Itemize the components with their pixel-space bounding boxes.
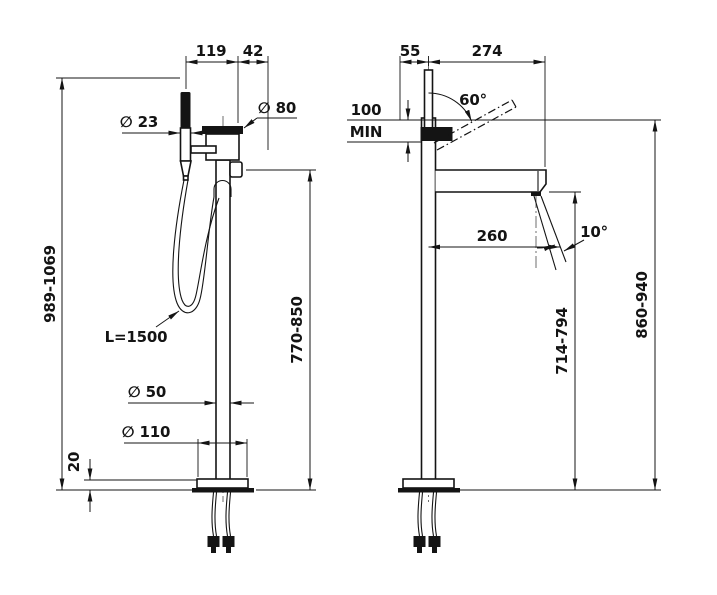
side-spout [435,169,547,193]
base-height-dimension: 20 [65,452,197,512]
jet-angle-indication: 10° [533,195,608,271]
leader-line [563,239,585,252]
side-column [420,117,437,488]
dim-base-diameter-label: ∅ 110 [122,423,170,441]
leader-line [243,117,258,129]
hose-line-outer [172,179,215,314]
dim-min-clearance-unit: MIN [350,123,382,141]
side-connector-right [428,536,441,547]
front-connector-stub-right [226,547,231,553]
dim-top-offset-label: 42 [243,42,263,60]
dim-base-height-label: 20 [65,452,83,472]
angle-arc [428,92,473,122]
front-connector-right [222,536,235,547]
dim-handshower-diameter-label: ∅ 23 [120,113,158,131]
dim-hose-length-label: L=1500 [105,328,168,346]
dim-column-diameter-label: ∅ 50 [128,383,166,401]
dim-body-diameter-label: ∅ 80 [258,99,296,117]
handshower-cone [179,160,192,177]
spout-height-dimension: 770-850 [246,169,316,491]
min-clearance-dimension: 100 MIN [347,100,661,162]
handshower-grip [180,92,191,128]
side-lever-rod [423,69,434,129]
outlet-reach-dimension: 260 [428,227,560,250]
side-lever-hub [420,127,453,141]
spout-aerator [531,192,541,196]
front-view: 119 42 ∅ 23 ∅ 80 989-1069 770-850 [41,42,316,553]
jet-line [540,195,567,263]
jet-line [533,195,557,271]
base-diameter-dimension: ∅ 110 [122,423,248,477]
handshower-bracket [190,145,217,154]
dim-body-height-label: 860-940 [633,271,651,338]
lever-dash-cap [511,99,517,108]
dim-min-clearance-value: 100 [351,101,382,119]
side-view: 60° 10° 260 100 MIN [347,42,661,553]
lever-dash-line [433,99,513,144]
side-connector-stub-right [432,547,437,553]
dim-handshower-offset-label: 119 [196,42,227,60]
side-base-plate [402,478,455,489]
spout-outlet-height-dimension: 714-794 [549,191,581,490]
front-column [215,159,231,488]
front-connector-stub-left [211,547,216,553]
dim-spout-reach-label: 274 [472,42,503,60]
dim-lever-angle-label: 60° [459,91,487,109]
side-supply-pipes [417,492,438,537]
dim-jet-angle-label: 10° [580,223,608,241]
body-height-dimension: 860-940 [460,120,661,491]
overall-height-dimension: 989-1069 [41,77,192,491]
hose-line-inner [177,179,220,307]
hose-hook [213,180,232,197]
front-lever-bar [202,126,243,134]
front-top-dimension: 119 42 [185,42,269,150]
side-connector-stub-left [417,547,422,553]
dim-rear-offset-label: 55 [400,42,420,60]
front-base-plate [196,478,249,489]
front-connector-left [207,536,220,547]
lever-rotated-position: 60° [428,91,517,151]
front-diverter-knob [229,161,243,178]
dim-spout-height-label: 770-850 [288,296,306,363]
front-supply-pipes [211,492,232,537]
front-floor-bar [192,488,254,493]
column-diameter-dimension: ∅ 50 [128,383,254,406]
dim-outlet-reach-label: 260 [477,227,508,245]
leader-line [155,310,180,328]
body-diameter-dimension: ∅ 80 [243,99,297,129]
dim-overall-height-label: 989-1069 [41,245,59,323]
side-floor-bar [398,488,460,493]
dim-spout-outlet-height-label: 714-794 [553,307,571,374]
side-connector-left [413,536,426,547]
hose-length-callout: L=1500 [105,310,180,346]
handshower-diameter-dimension: ∅ 23 [120,113,206,136]
side-top-dimension: 55 274 [399,42,546,167]
handshower-body [179,127,192,162]
handshower-outlet [182,175,189,181]
